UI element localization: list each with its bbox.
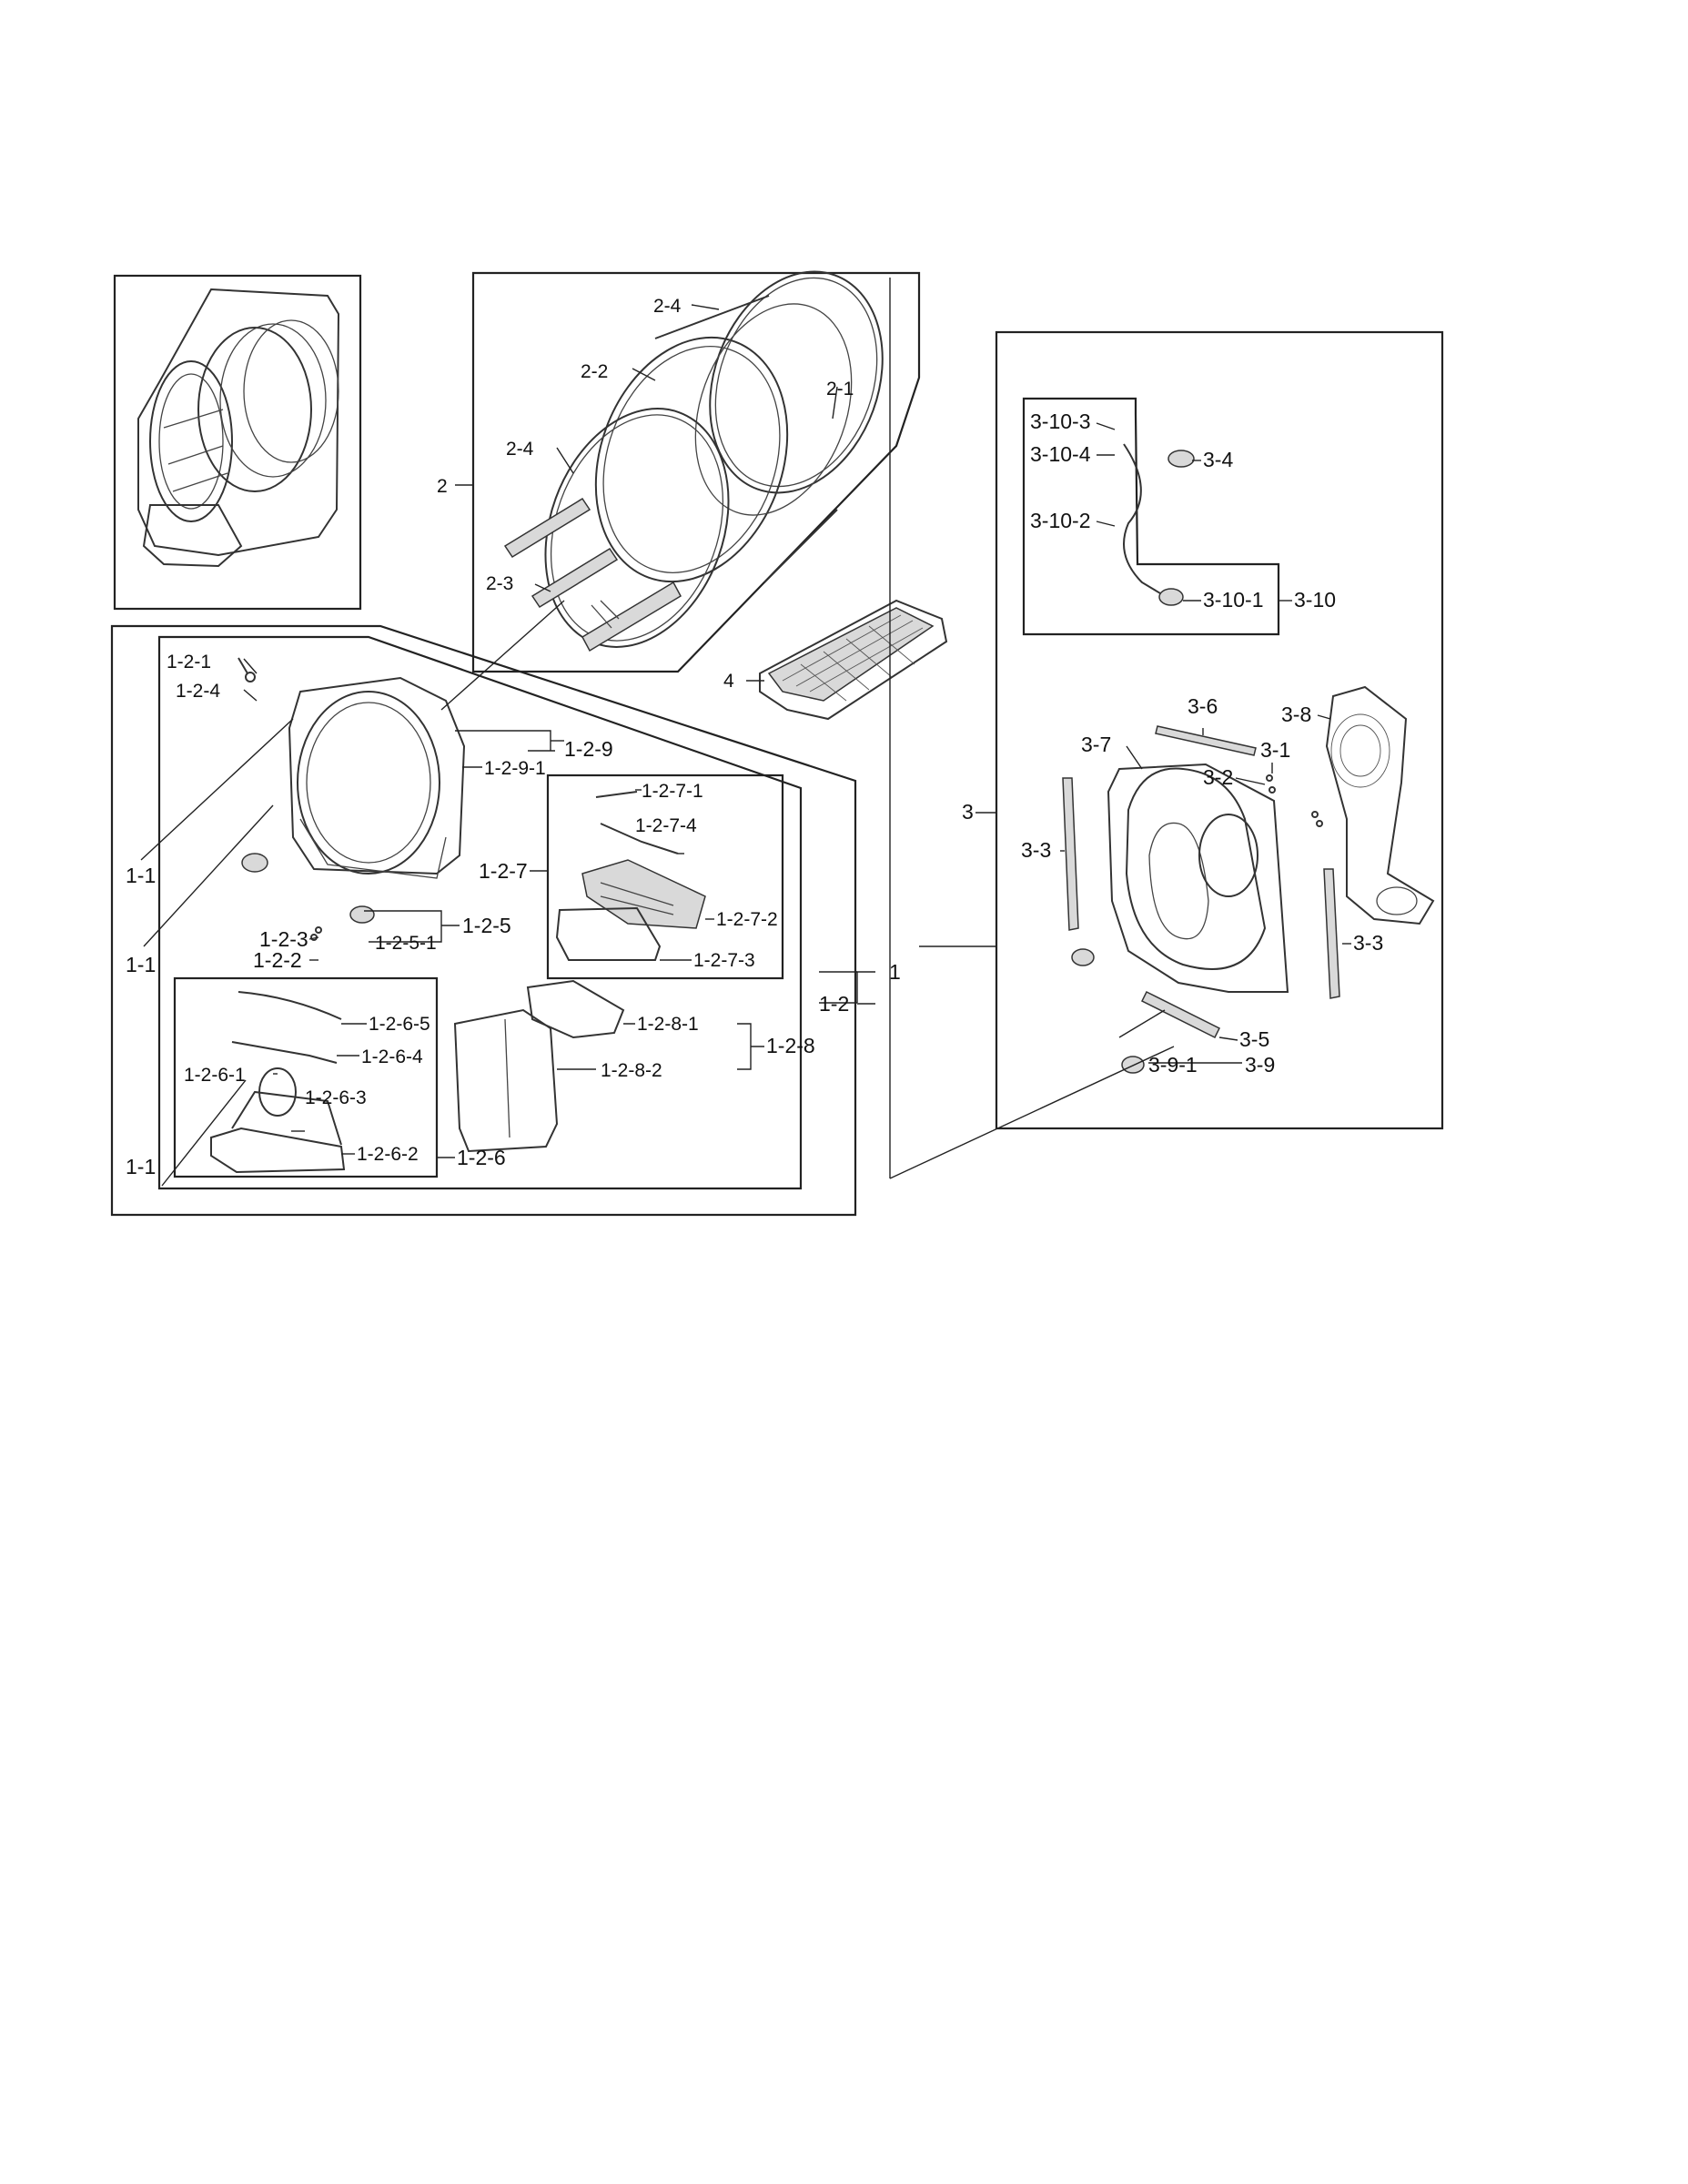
drum-group-2 — [471, 270, 921, 673]
label-2-1: 2-1 — [826, 379, 854, 399]
connector-lines — [140, 278, 1175, 1187]
label-3: 3 — [962, 800, 974, 824]
label-2-4-left: 2-4 — [506, 439, 534, 460]
label-3-3-right: 3-3 — [1353, 931, 1383, 955]
subassembly-1-2-6 — [173, 976, 439, 1178]
label-1-2-7: 1-2-7 — [479, 859, 528, 883]
label-3-9: 3-9 — [1245, 1053, 1275, 1077]
front-assembly-1 — [110, 624, 857, 1217]
label-3-10-1: 3-10-1 — [1203, 588, 1263, 612]
label-1-2-2: 1-2-2 — [253, 948, 302, 972]
label-3-4: 3-4 — [1203, 448, 1233, 471]
label-3-10-4: 3-10-4 — [1030, 442, 1091, 466]
label-1-2-7-3: 1-2-7-3 — [693, 950, 755, 971]
label-4: 4 — [723, 671, 734, 692]
label-1-2-8-1: 1-2-8-1 — [637, 1014, 699, 1035]
label-1-2-7-1: 1-2-7-1 — [642, 781, 703, 802]
label-3-3-left: 3-3 — [1021, 838, 1051, 862]
label-1-1-upper: 1-1 — [126, 864, 156, 887]
label-3-1: 3-1 — [1260, 738, 1290, 762]
label-1-2: 1-2 — [819, 992, 849, 1016]
label-1-2-6: 1-2-6 — [457, 1146, 506, 1169]
label-1-1-middle: 1-1 — [126, 953, 156, 976]
label-3-6: 3-6 — [1188, 694, 1218, 718]
part-labels: 2-4 2-2 2-1 2-4 2 2-3 4 1-2-1 1-2-4 1-2-… — [126, 296, 1383, 1178]
label-3-10-3: 3-10-3 — [1030, 410, 1090, 433]
label-2-3: 2-3 — [486, 573, 513, 594]
label-1-2-5-1: 1-2-5-1 — [375, 933, 437, 954]
label-1-2-1: 1-2-1 — [167, 652, 211, 672]
label-1-2-6-3: 1-2-6-3 — [305, 1087, 367, 1108]
label-3-8: 3-8 — [1281, 703, 1311, 726]
label-2-2: 2-2 — [581, 361, 608, 382]
rear-assembly-3 — [995, 330, 1444, 1130]
label-1-2-9-1: 1-2-9-1 — [484, 758, 546, 779]
label-3-5: 3-5 — [1239, 1027, 1269, 1051]
lint-filter-4 — [759, 599, 948, 721]
label-3-9-1: 3-9-1 — [1148, 1053, 1198, 1077]
label-3-10: 3-10 — [1294, 588, 1336, 612]
label-3-10-2: 3-10-2 — [1030, 509, 1090, 532]
label-1-2-6-2: 1-2-6-2 — [357, 1144, 419, 1165]
label-1-2-3: 1-2-3 — [259, 927, 308, 951]
filter-1-2-8 — [453, 979, 625, 1153]
label-1-2-7-2: 1-2-7-2 — [716, 909, 778, 930]
leader-lines — [243, 304, 1351, 1160]
subassembly-1-2-7 — [546, 774, 784, 980]
label-2: 2 — [437, 476, 448, 497]
label-1-2-8-2: 1-2-8-2 — [601, 1060, 662, 1081]
label-1-2-6-4: 1-2-6-4 — [361, 1046, 423, 1067]
label-1-2-4: 1-2-4 — [176, 681, 220, 702]
label-1-2-9: 1-2-9 — [564, 737, 613, 761]
label-1-2-6-5: 1-2-6-5 — [369, 1014, 430, 1035]
label-1: 1 — [889, 960, 901, 984]
label-1-2-6-1: 1-2-6-1 — [184, 1065, 246, 1086]
label-1-2-7-4: 1-2-7-4 — [635, 815, 697, 836]
label-2-4-top: 2-4 — [653, 296, 682, 317]
label-1-1-lower: 1-1 — [126, 1155, 156, 1178]
label-3-7: 3-7 — [1081, 733, 1111, 756]
label-1-2-8: 1-2-8 — [766, 1034, 815, 1057]
overview-assembly-view — [113, 274, 362, 611]
label-3-2: 3-2 — [1203, 765, 1233, 789]
label-1-2-5: 1-2-5 — [462, 914, 511, 937]
